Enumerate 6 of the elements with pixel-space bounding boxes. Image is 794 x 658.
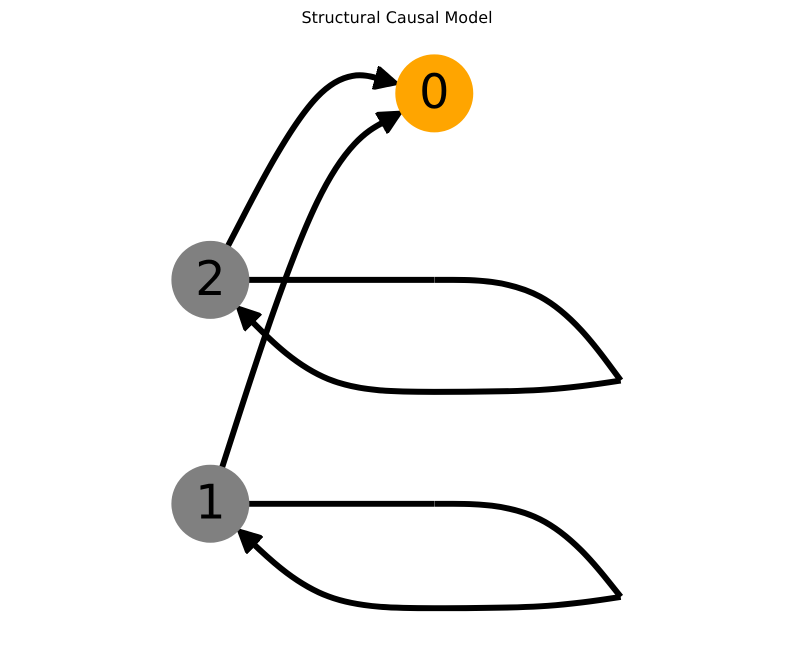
node-circle: 1 bbox=[171, 464, 250, 543]
node-circle: 2 bbox=[171, 240, 250, 319]
diagram-title: Structural Causal Model bbox=[300, 8, 494, 27]
arrow bbox=[224, 64, 400, 248]
arrow bbox=[219, 110, 403, 470]
node-circle: 0 bbox=[395, 54, 474, 132]
